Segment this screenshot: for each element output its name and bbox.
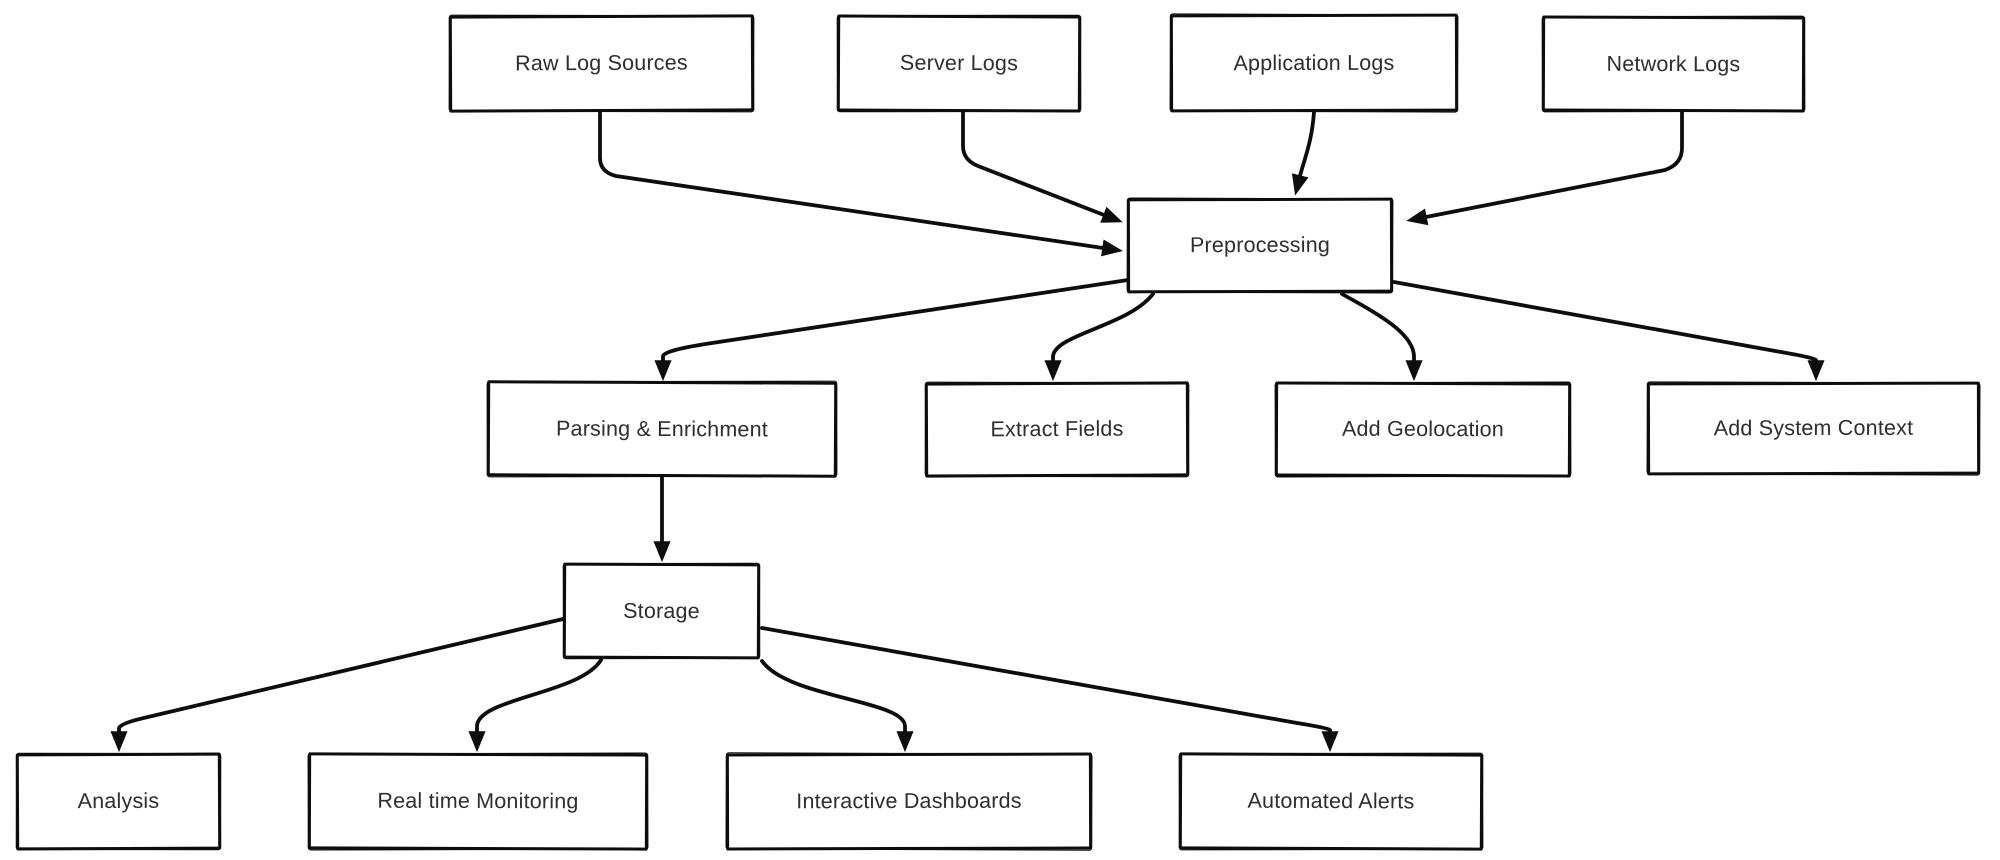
node-server-logs: Server Logs [836, 14, 1082, 113]
edge-storage-to-interactive-dashboards [760, 659, 914, 753]
node-analysis: Analysis [15, 752, 222, 851]
node-label: Server Logs [899, 50, 1019, 76]
node-label: Network Logs [1606, 51, 1741, 76]
node-label: Add Geolocation [1341, 416, 1505, 442]
edge-raw-log-sources-to-preprocessing [598, 110, 1123, 257]
node-parsing-enrichment: Parsing & Enrichment [486, 380, 838, 478]
node-label: Parsing & Enrichment [555, 416, 769, 441]
node-label: Add System Context [1713, 415, 1914, 441]
edge-preprocessing-to-add-geolocation [1340, 292, 1423, 382]
node-real-time-monitoring: Real time Monitoring [307, 752, 649, 851]
node-label: Storage [623, 598, 700, 623]
node-label: Real time Monitoring [377, 788, 579, 814]
node-label: Raw Log Sources [515, 50, 688, 76]
node-label: Extract Fields [990, 416, 1124, 442]
edge-application-logs-to-preprocessing [1291, 110, 1316, 196]
node-label: Analysis [77, 788, 160, 814]
node-add-system-context: Add System Context [1646, 381, 1981, 476]
node-storage: Storage [562, 562, 761, 660]
edge-preprocessing-to-extract-fields [1044, 292, 1155, 382]
node-application-logs: Application Logs [1169, 13, 1459, 113]
node-interactive-dashboards: Interactive Dashboards [725, 752, 1093, 851]
edge-preprocessing-to-parsing-enrichment [654, 278, 1130, 382]
edge-preprocessing-to-add-system-context [1392, 280, 1825, 382]
edge-server-logs-to-preprocessing [961, 110, 1123, 223]
node-preprocessing: Preprocessing [1126, 197, 1394, 294]
node-label: Application Logs [1233, 50, 1395, 75]
edge-storage-to-real-time-monitoring [468, 658, 603, 753]
node-label: Interactive Dashboards [796, 788, 1022, 814]
edge-storage-to-automated-alerts [760, 626, 1339, 753]
node-raw-log-sources: Raw Log Sources [448, 14, 755, 113]
edge-network-logs-to-preprocessing [1406, 110, 1684, 226]
edge-storage-to-analysis [110, 617, 565, 753]
node-extract-fields: Extract Fields [924, 381, 1190, 478]
node-add-geolocation: Add Geolocation [1274, 381, 1572, 478]
node-label: Automated Alerts [1247, 788, 1415, 814]
node-network-logs: Network Logs [1541, 15, 1806, 113]
node-label: Preprocessing [1189, 232, 1331, 258]
node-automated-alerts: Automated Alerts [1178, 752, 1484, 851]
